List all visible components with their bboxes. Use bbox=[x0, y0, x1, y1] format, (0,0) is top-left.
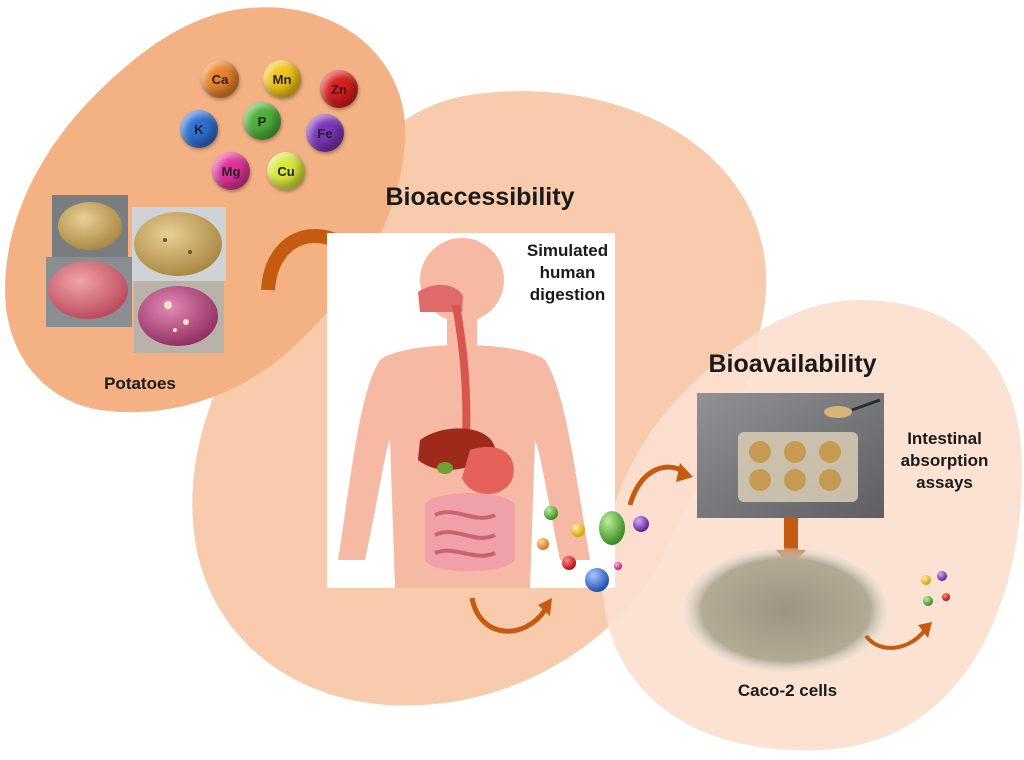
absorbed-minerals bbox=[921, 571, 950, 606]
assay-plate-photo bbox=[697, 393, 884, 518]
mineral-zn: Zn bbox=[320, 70, 358, 108]
human-digestive-illustration bbox=[338, 238, 590, 588]
intestinal-assays-label: Intestinal absorption assays bbox=[900, 429, 989, 492]
mineral-cu: Cu bbox=[267, 152, 305, 190]
arrow-recycle bbox=[469, 597, 548, 634]
mineral-mn: Mn bbox=[263, 60, 301, 98]
simulated-digestion-label: Simulated human digestion bbox=[526, 241, 609, 304]
potatoes-label: Potatoes bbox=[104, 374, 176, 393]
caco2-cell-culture bbox=[684, 548, 888, 672]
mineral-k: K bbox=[180, 110, 218, 148]
bioaccessibility-heading: Bioaccessibility bbox=[385, 183, 575, 211]
mineral-mg: Mg bbox=[212, 152, 250, 190]
mineral-ca: Ca bbox=[201, 60, 239, 98]
released-minerals bbox=[537, 506, 649, 592]
bioavailability-heading: Bioavailability bbox=[708, 350, 877, 378]
caco2-label: Caco-2 cells bbox=[737, 681, 838, 700]
mineral-p: P bbox=[243, 102, 281, 140]
arrow-absorption bbox=[864, 628, 927, 650]
mineral-fe: Fe bbox=[306, 114, 344, 152]
potato-photos bbox=[46, 195, 226, 353]
